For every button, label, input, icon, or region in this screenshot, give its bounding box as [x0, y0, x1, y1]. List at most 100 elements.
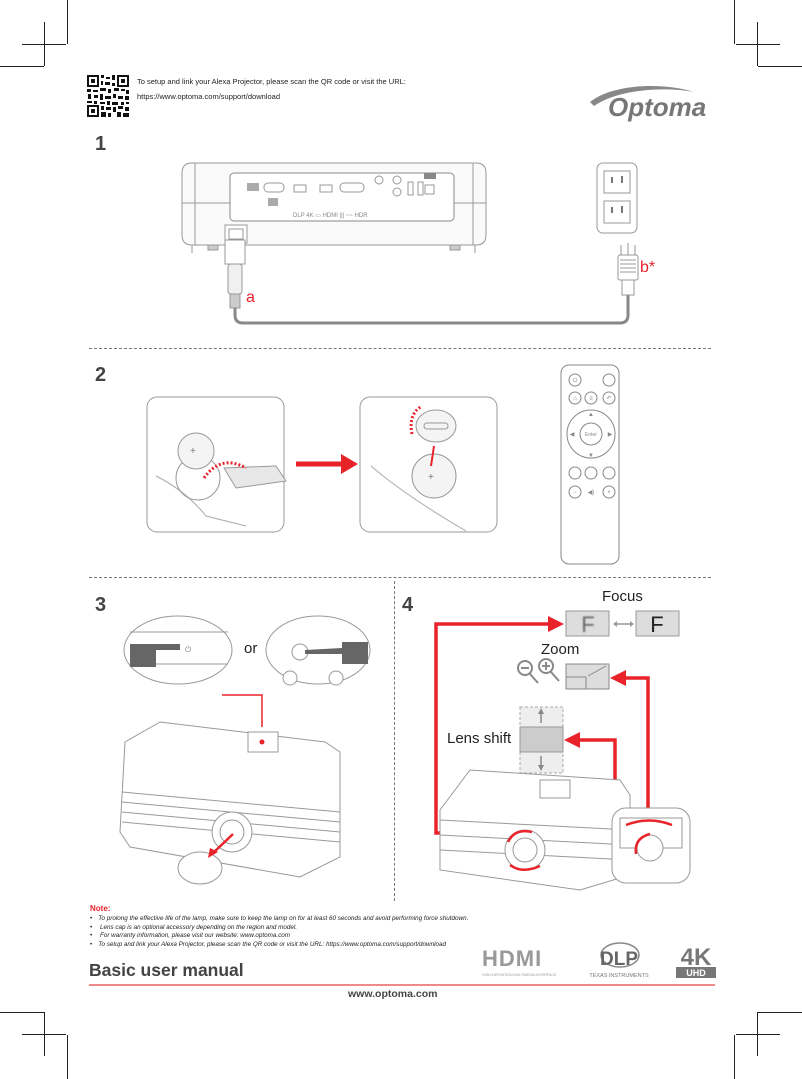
- svg-text:↶: ↶: [606, 395, 611, 402]
- svg-text:4K: 4K: [681, 944, 712, 971]
- optoma-logo: Optoma: [590, 86, 706, 122]
- note-item: To prolong the effective life of the lam…: [90, 915, 468, 924]
- dlp-logo: DLP TEXAS INSTRUMENTS: [589, 942, 649, 979]
- projector-illustration: [119, 721, 341, 885]
- zoom-ring-arrow: [509, 863, 541, 871]
- step-number-3: 3: [95, 594, 107, 616]
- step-2-battery-illustration: + +: [146, 396, 498, 533]
- mute-button-icon: [568, 466, 582, 480]
- power-cord-plug-a: [224, 239, 246, 309]
- focus-blurry-letter: F: [581, 612, 594, 637]
- qr-url[interactable]: https://www.optoma.com/support/download: [137, 92, 280, 101]
- svg-text:−: −: [573, 490, 577, 496]
- notes-title: Note:: [90, 904, 111, 913]
- crop-mark: [736, 44, 780, 45]
- lens-shift-icon: [519, 706, 564, 774]
- step-1-power-connection-illustration: DLP 4K ▭ HDMI ||| ~~ HDR: [181, 162, 639, 325]
- power-button-icon: [568, 373, 582, 387]
- logo-wordmark: Optoma: [608, 92, 706, 122]
- svg-text:HDMI: HDMI: [482, 946, 542, 971]
- note-item: To setup and link your Alexa Projector, …: [90, 941, 468, 950]
- svg-text:UHD: UHD: [686, 968, 706, 978]
- focus-ring-arrow-closeup: [634, 832, 651, 855]
- wall-outlet: [596, 162, 638, 234]
- crop-mark: [758, 1012, 802, 1013]
- focus-label: Focus: [602, 588, 643, 605]
- projector-rear-panel: DLP 4K ▭ HDMI ||| ~~ HDR: [181, 162, 487, 253]
- projector-illustration: [439, 769, 691, 891]
- home-button-icon: [568, 391, 582, 405]
- footer-website[interactable]: www.optoma.com: [348, 988, 438, 1000]
- zoom-leader-line: [624, 676, 650, 810]
- svg-text:⌂: ⌂: [573, 396, 577, 402]
- zoom-in-icon: [538, 658, 560, 682]
- cover-insert-arrow: [430, 445, 435, 467]
- svg-text:▲: ▲: [588, 412, 594, 418]
- crop-mark: [0, 66, 44, 67]
- back-button-icon: [602, 391, 616, 405]
- svg-text:+: +: [428, 472, 434, 483]
- hdmi-logo: HDMI HIGH-DEFINITION MULTIMEDIA INTERFAC…: [482, 946, 557, 977]
- 4k-uhd-logo: 4K UHD: [676, 944, 716, 978]
- step-3-power-on-illustration: ⏻: [119, 615, 371, 885]
- svg-text:+: +: [607, 490, 611, 496]
- lens-shift-label: Lens shift: [447, 730, 512, 747]
- section-divider: [89, 348, 711, 349]
- battery-panel-2: +: [359, 396, 498, 533]
- svg-text:◀: ◀: [570, 432, 575, 438]
- finger-icon: [130, 644, 180, 667]
- or-label: or: [244, 640, 258, 657]
- svg-text:≡: ≡: [589, 396, 593, 402]
- manual-title: Basic user manual: [89, 960, 244, 980]
- step-number-1: 1: [95, 133, 107, 155]
- enter-button: [579, 422, 603, 446]
- qr-instruction: To setup and link your Alexa Projector, …: [137, 77, 406, 86]
- crop-mark: [22, 1034, 66, 1035]
- svg-text:DLP 4K ▭ HDMI ||| ~~ HDR: DLP 4K ▭ HDMI ||| ~~ HDR: [293, 213, 368, 219]
- note-item: For warranty information, please visit o…: [90, 932, 468, 941]
- volume-down-button-icon: [568, 485, 582, 499]
- section-divider-vertical: [394, 581, 395, 901]
- lens-cap-arrow: [211, 833, 234, 855]
- focus-blurry-box: [565, 610, 610, 637]
- crop-mark: [0, 1012, 44, 1013]
- note-item: Lens cap is an optional accessory depend…: [90, 924, 468, 933]
- zoom-lever-arrow: [625, 819, 673, 827]
- focus-sharp-letter: F: [650, 612, 663, 637]
- svg-text:▼: ▼: [588, 453, 594, 459]
- crop-mark: [67, 1035, 68, 1079]
- footer-divider: [89, 984, 715, 986]
- step-4-adjust-illustration: F F: [434, 610, 691, 891]
- svg-text:⏻: ⏻: [573, 377, 578, 384]
- finger-icon: [305, 642, 368, 664]
- svg-text:+: +: [190, 446, 196, 457]
- cover-rotate-arrow: [409, 404, 423, 435]
- wall-plug-b: [617, 243, 639, 296]
- crop-mark: [734, 0, 735, 44]
- plug-label-a: a: [246, 289, 255, 306]
- logo-swoosh: [590, 86, 694, 106]
- focus-sharp-box: [635, 610, 680, 637]
- zoom-out-icon: [517, 660, 539, 684]
- svg-text:◀): ◀): [588, 490, 595, 496]
- svg-text:TEXAS INSTRUMENTS: TEXAS INSTRUMENTS: [589, 973, 649, 979]
- crop-mark: [67, 0, 68, 44]
- focus-ring-arrow: [506, 829, 533, 843]
- power-cable: [233, 295, 630, 325]
- battery-panel-1: +: [146, 396, 287, 533]
- svg-text:▶: ▶: [608, 432, 613, 438]
- svg-text:HIGH-DEFINITION MULTIMEDIA INT: HIGH-DEFINITION MULTIMEDIA INTERFACE: [482, 973, 557, 977]
- crop-mark: [22, 44, 66, 45]
- zoom-frame-icon: [565, 663, 610, 690]
- pull-tab-arrow: [202, 461, 247, 479]
- qr-code[interactable]: [86, 74, 130, 118]
- next-step-arrowhead: [341, 454, 358, 474]
- crop-mark: [736, 1034, 780, 1035]
- input-button-icon: [602, 373, 616, 387]
- remote-control-illustration: ⏻⌂≡↶ ▲▼◀▶ −+◀) Enter: [560, 364, 620, 565]
- crop-mark: [734, 1035, 735, 1079]
- svg-text:DLP: DLP: [600, 949, 638, 970]
- notes-list: To prolong the effective life of the lam…: [90, 915, 468, 949]
- crop-mark: [758, 66, 802, 67]
- step-number-4: 4: [402, 594, 414, 616]
